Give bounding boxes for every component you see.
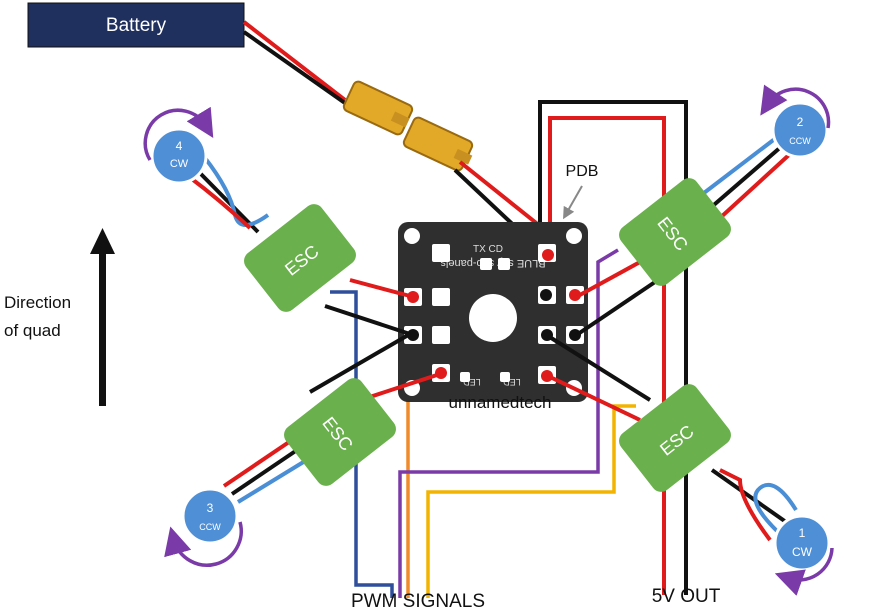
battery-red-lead [242,20,347,102]
esc1-black-to-pdb [546,334,652,402]
esc-2: ESC [619,178,731,286]
5v-out-red [548,116,666,595]
pdb-led-label-1: LED [463,377,481,387]
pdb-board: BLUE sky sub-panels TX CD LED LED [398,222,588,402]
xt60-connector-female [402,116,474,172]
pdb-pad [432,326,450,344]
pdb-pad [500,372,510,382]
pdb-pad [432,244,450,262]
pdb-pad [432,288,450,306]
rotation-arrow-2 [760,84,831,129]
esc-3: ESC [284,378,396,486]
motor-number: 1 [799,526,806,540]
rotation-arrow-3 [164,521,243,567]
pwm-signals-label: PWM SIGNALS [351,591,485,609]
battery-block: Battery [27,2,245,48]
esc4-black-to-pdb [324,304,411,336]
motor-4: 4 CW [150,127,208,185]
motor-number: 2 [797,115,804,129]
pwm-wire-purple [398,248,619,598]
direction-label-line1: Direction [4,293,71,312]
pwm-wire-blue [330,290,394,598]
motor-direction: CCW [199,522,221,532]
battery-black-lead [242,30,354,110]
motor-1: 1 CW [773,514,831,572]
motor-2: 2 CCW [771,101,829,159]
xt60-connector-male [342,80,414,136]
motor4-leads [186,156,270,234]
pdb-pad [460,372,470,382]
pdb-board-text: BLUE sky sub-panels [440,257,546,269]
motor-direction: CCW [789,136,811,146]
motor3-leads [222,438,312,504]
esc1-red-to-pdb [547,374,641,422]
pwm-wire-yellow [426,404,636,598]
battery-label: Battery [106,15,167,36]
motor-number: 3 [207,501,214,515]
motor-direction: CW [170,158,189,170]
motor-direction: CW [792,545,813,559]
motor1-leads [710,468,798,542]
pdb-led-label-2: LED [503,377,521,387]
motor-3: 3 CCW [181,487,239,545]
motor-number: 4 [176,139,183,153]
pdb-watermark: unnamedtech [448,393,551,412]
pdb-tx-label: TX CD [473,244,503,255]
5v-out-label: 5V OUT [652,586,721,607]
rotation-arrow-4 [143,106,214,161]
direction-label-line2: of quad [4,321,61,340]
direction-arrow [90,228,115,406]
pdb-pointer [563,185,583,220]
pdb-pad [480,258,492,270]
esc3-black-to-pdb [308,332,412,394]
motor2-leads [698,136,792,220]
esc2-black-to-pdb [576,280,657,336]
5v-out-black [538,100,688,595]
rotation-arrow-1 [774,547,834,596]
esc2-red-to-pdb [577,260,641,298]
esc4-red-to-pdb [349,278,411,298]
pwm-wire-orange [406,368,440,598]
pdb-pad [498,258,510,270]
esc-1: ESC [619,384,731,492]
esc-4: ESC [244,204,356,312]
pdb-label: PDB [566,163,599,180]
